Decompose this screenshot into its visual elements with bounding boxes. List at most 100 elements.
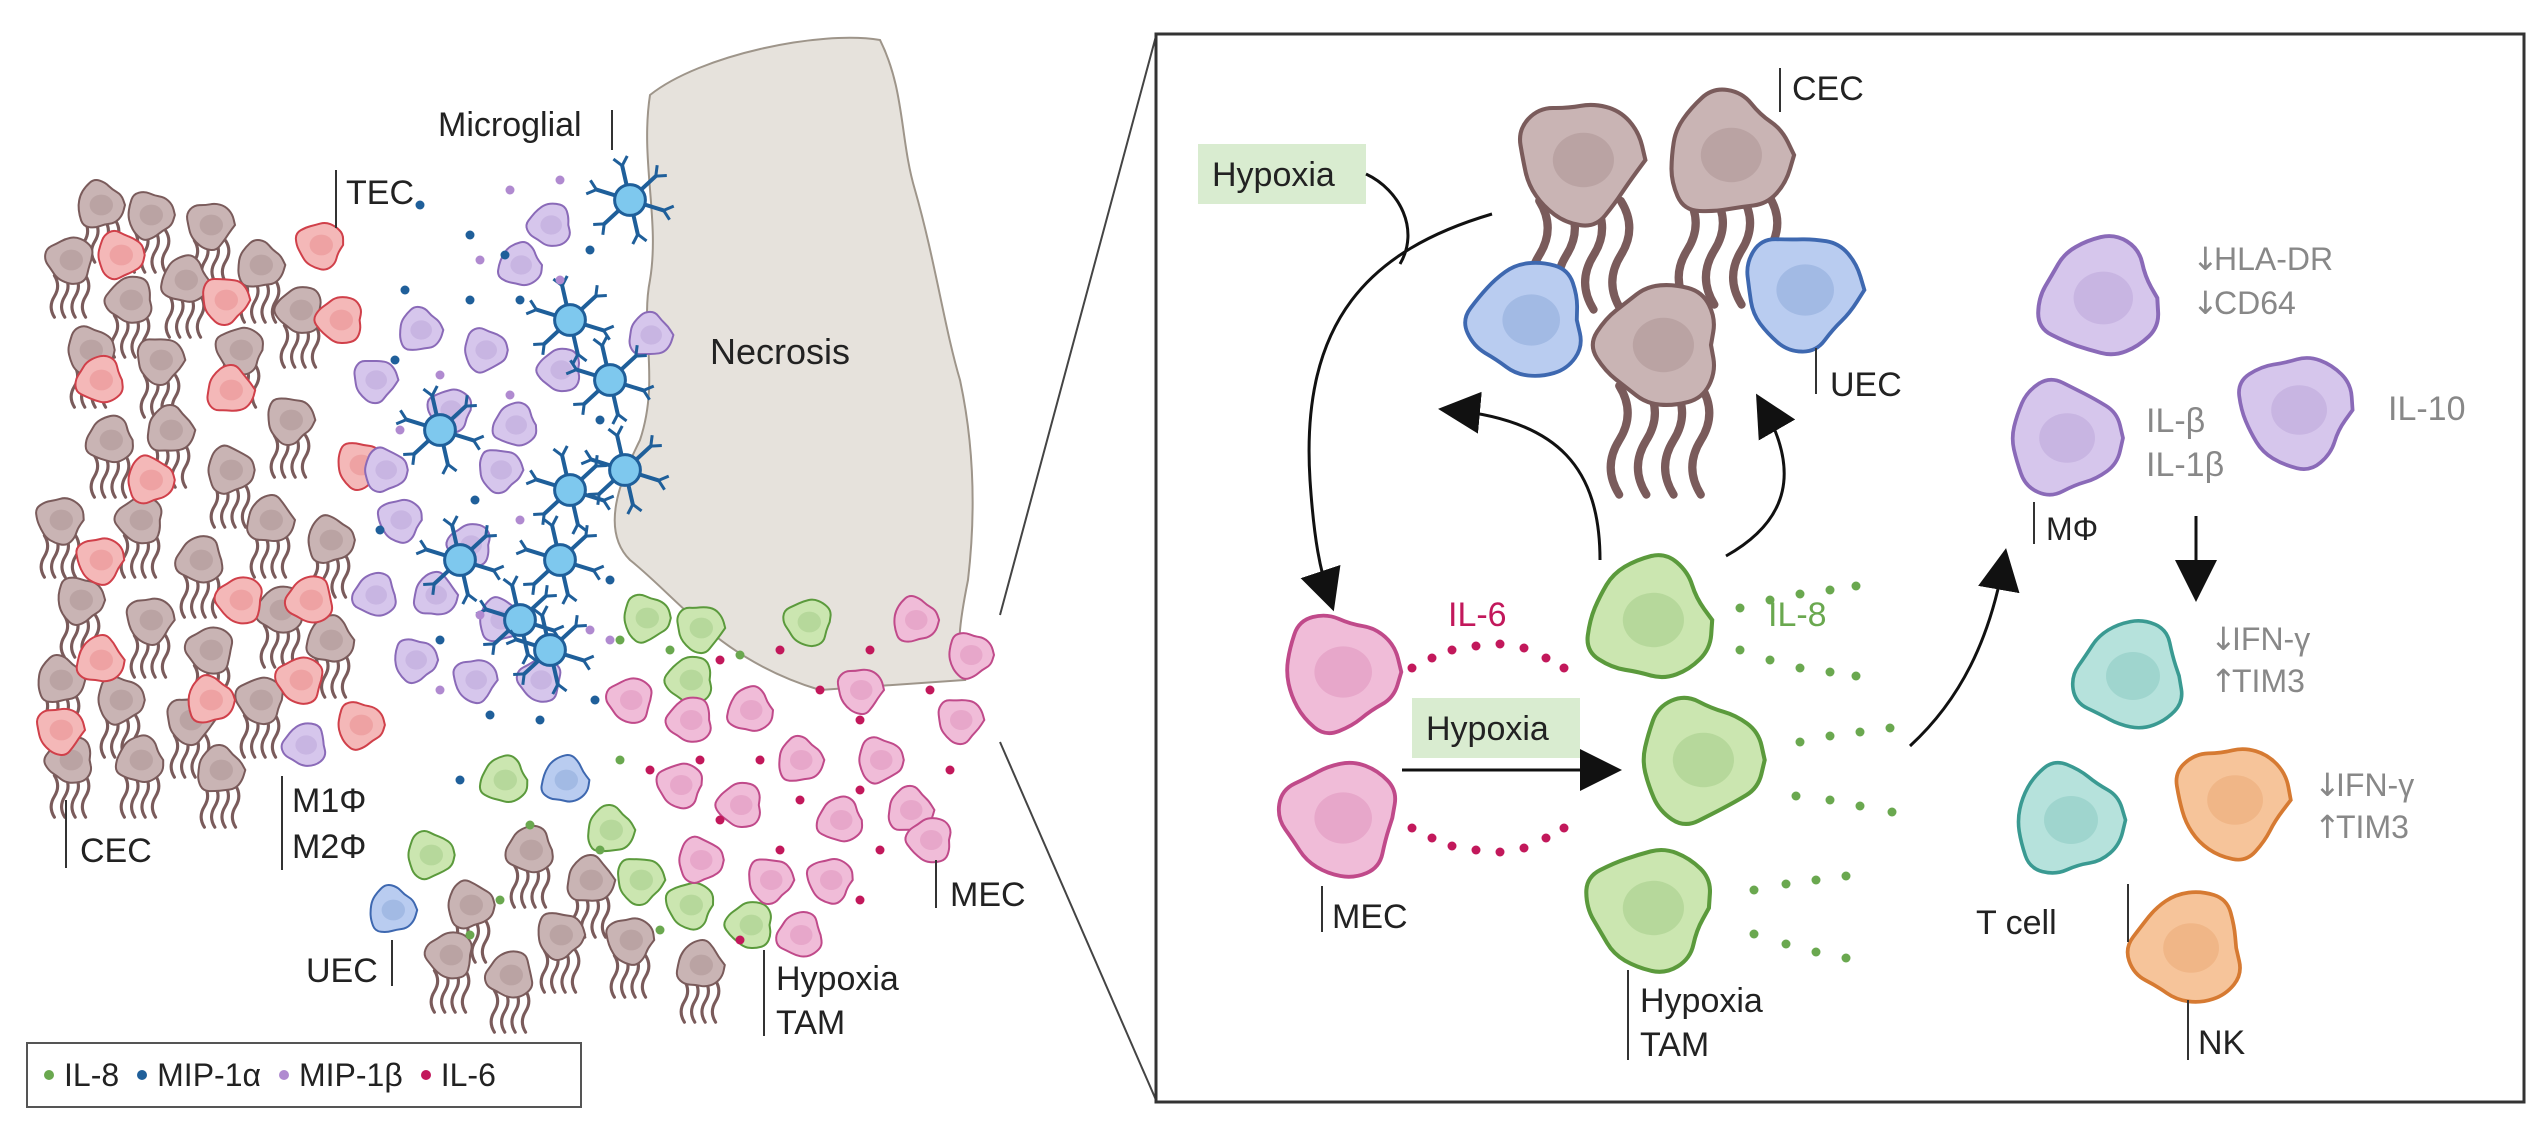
left-cell-cluster [35,155,996,1034]
cec-cell [35,497,85,579]
mec-cell [748,858,796,906]
macrophage-cell [497,241,544,287]
cytokine-dot [515,295,525,305]
cytokine-dot [755,755,765,765]
right-panel: Hypoxia Hypoxia CEC UEC IL-6 IL-8 MEC Hy… [1154,32,2526,1104]
cytokine-dot [1795,737,1805,747]
macrophage-cell [364,446,409,493]
cytokine-dot [715,655,725,665]
cytokine-dot [505,390,515,400]
legend-item-il8: IL-8 [44,1057,119,1094]
cytokine-dot [865,645,875,655]
cytokine-dot [1735,645,1745,655]
down-arrow-glyph: ↓ [2192,240,2219,278]
cec-cell [237,238,287,324]
tec-cell [74,354,124,404]
cytokine-dot [465,295,475,305]
legend-item-mip1a: MIP-1α [137,1057,261,1094]
tcell-label: T cell [1976,904,2057,942]
tec-cell [206,363,257,412]
cytokine-dot [1749,929,1759,939]
tam-cell [676,606,727,655]
cec-cell [305,614,356,699]
macrophage-cell [2237,356,2355,471]
mec-cell [726,685,775,732]
legend-label: MIP-1β [298,1056,403,1093]
tcell [2016,760,2128,875]
cytokine-dot [605,575,615,585]
mec-cell [678,835,725,884]
tec-label: TEC [346,174,414,212]
mec-cell [815,795,864,843]
cytokine-dot [500,250,510,260]
uec-cell [540,754,591,803]
cytokine-dot [515,515,525,525]
cytokine-dot [1851,671,1861,681]
cec-cell [174,535,224,619]
tcell [2070,619,2184,730]
tec-cell [213,576,263,625]
tec-cell [36,707,87,757]
cec-cell [44,236,94,319]
macrophage-cell [452,659,499,705]
mec-cell [937,699,986,746]
microglia-cell [395,385,485,475]
cytokine-dot [1519,843,1529,853]
tam-cell [478,754,529,803]
legend-label: IL-8 [64,1056,120,1093]
mec-cell [904,817,952,864]
mec-cell [805,857,854,905]
cytokine-dot [1541,653,1551,663]
cytokine-dot [435,370,445,380]
cytokine-dot [1447,841,1457,851]
cec-cell [207,444,256,529]
cec-cell [566,853,617,939]
cytokine-dot [1841,871,1851,881]
macrophage-cell [280,722,327,767]
microglia-cell [415,515,505,605]
down-arrow-glyph: ↓ [2192,284,2219,322]
down-arrow-glyph: ↓ [2210,620,2237,658]
cytokine-dot [485,710,495,720]
hypoxia-label-mid: Hypoxia [1426,710,1549,748]
legend-label: MIP-1α [157,1056,261,1093]
tec-cell [294,222,345,271]
cytokine-dot [1427,653,1437,663]
cytokine-dot [1471,641,1481,651]
arrow-hypoxia-to-mec [1300,212,1493,612]
cytokine-dot [735,935,745,945]
hypoxia-box-top [1198,144,1366,204]
cec-cell [537,912,587,994]
cytokine-dot [375,525,385,535]
cytokine-dot [595,845,605,855]
tec-cell [75,633,126,683]
tec-cell [75,537,126,586]
cec-cell [114,734,165,819]
tam-cell [782,598,832,648]
cytokine-dot [1749,885,1759,895]
cytokine-dot [1781,879,1791,889]
arrow-hypoxia-box-link [1365,172,1410,265]
mec-cell [836,668,886,716]
tec-cell [274,656,324,705]
cytokine-dot [1541,833,1551,843]
cec-cell [483,950,534,1034]
cytokine-dot [1495,639,1505,649]
legend-item-il6: IL-6 [420,1057,496,1094]
cec-cell [447,879,496,964]
cytokine-dot [1851,581,1861,591]
arrow-tam-to-cec-right [1725,393,1796,558]
mec-cell [858,736,905,785]
tec-cell [127,454,176,505]
cec-cell [136,338,187,419]
cytokine-dot [1495,847,1505,857]
cytokine-dot [470,495,480,505]
cytokine-dot [585,625,595,635]
cytokine-dot [595,415,605,425]
mec-label-left: MEC [950,876,1026,914]
microglia-cell [475,575,565,665]
hypoxia-label-top: Hypoxia [1212,156,1335,194]
cytokine-dot [925,685,935,695]
macrophage-cell [353,359,400,405]
hypoxia-box-mid [1412,698,1580,758]
